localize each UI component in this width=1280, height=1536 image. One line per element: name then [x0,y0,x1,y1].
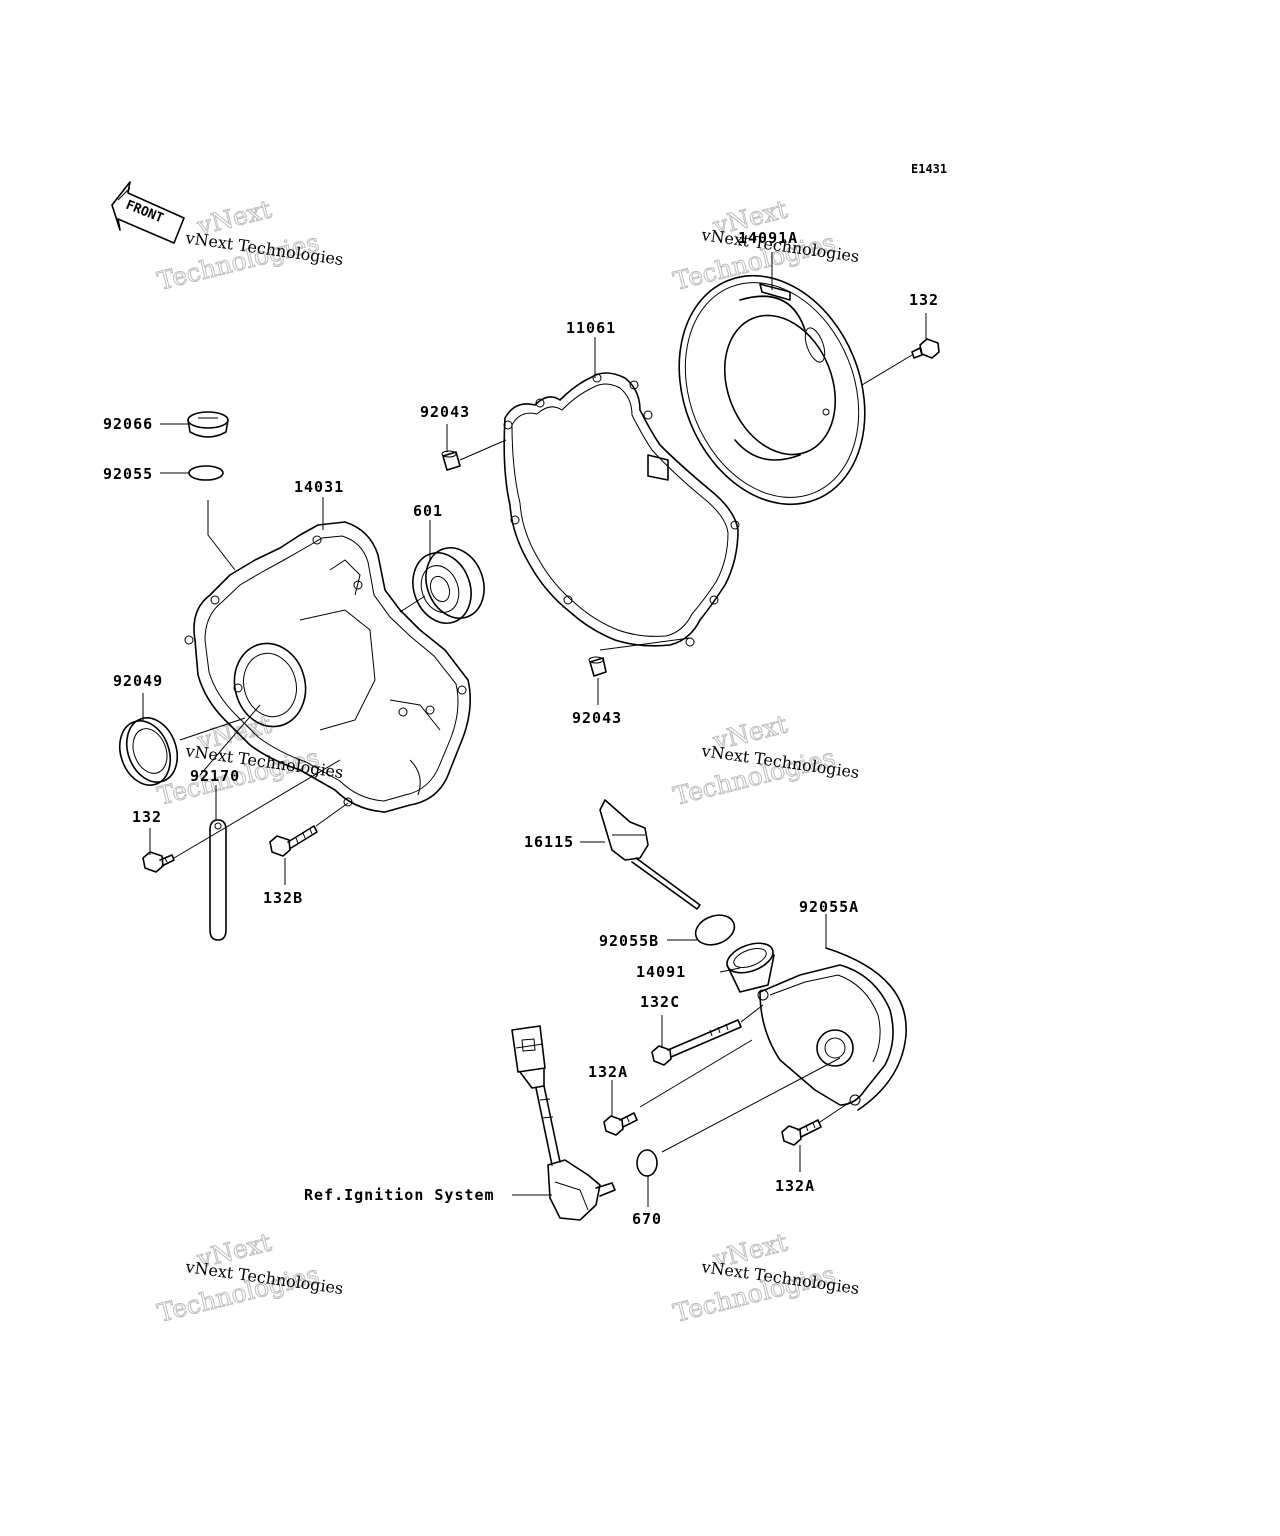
label-92055A: 92055A [799,898,859,916]
label-132B: 132B [263,889,303,907]
strap-92170 [209,819,227,941]
diagram-code: E1431 [911,162,947,176]
o-ring-92055B [694,914,736,946]
bolt-132A-left [603,1112,638,1136]
bolt-132C [651,1019,742,1066]
label-14031: 14031 [294,478,344,496]
label-670: 670 [632,1210,662,1228]
dowel-92043-top [441,450,461,471]
label-92170: 92170 [190,767,240,785]
front-label: FRONT [124,198,166,227]
label-ref-ignition: Ref.Ignition System [304,1186,495,1204]
label-601: 601 [413,502,443,520]
bolt-132-top [911,338,940,359]
label-92043-top: 92043 [420,403,470,421]
watermark-bottom-right: vNext Technologies vNext Technologies [670,1227,861,1328]
watermark-top-left: vNext Technologies vNext Technologies [154,194,345,296]
leader-lines [142,252,927,1207]
o-ring-670 [636,1149,658,1177]
watermark-bottom-left: vNext Technologies vNext Technologies [154,1227,345,1328]
sensor-connector [511,1025,616,1221]
label-132A-left: 132A [588,1063,628,1081]
label-132A-right: 132A [775,1177,815,1195]
watermark-mid-left: vNext Technologies vNext Technologies [154,709,345,811]
filler-neck-14091 [726,942,775,993]
bolt-132B [269,825,318,857]
label-14091A: 14091A [738,229,798,247]
label-92055B: 92055B [599,932,659,950]
label-11061: 11061 [566,319,616,337]
oil-seal-92049 [118,717,179,786]
label-14091: 14091 [636,963,686,981]
label-132-left: 132 [132,808,162,826]
gasket-11061 [503,372,740,647]
bolt-132A-right [781,1119,822,1146]
label-92049: 92049 [113,672,163,690]
watermark-mid-right: vNext Technologies vNext Technologies [670,709,861,811]
o-ring-92055 [188,465,224,481]
bolt-132-left [142,851,175,873]
cover-14031 [184,521,472,813]
cap-92066 [187,411,229,438]
dowel-92043-bottom [588,656,607,677]
label-92066: 92066 [103,415,153,433]
cover-92055A [757,947,907,1111]
label-16115: 16115 [524,833,574,851]
dipstick-16115 [599,799,701,910]
label-132C: 132C [640,993,680,1011]
label-132-top: 132 [909,291,939,309]
plate-14091A [678,274,866,506]
front-arrow-icon: FRONT [111,181,185,244]
label-92043-bottom: 92043 [572,709,622,727]
label-92055: 92055 [103,465,153,483]
part-labels: 14091A 132 11061 92043 92066 92055 14031… [103,229,939,1228]
bearing-601 [412,547,485,624]
